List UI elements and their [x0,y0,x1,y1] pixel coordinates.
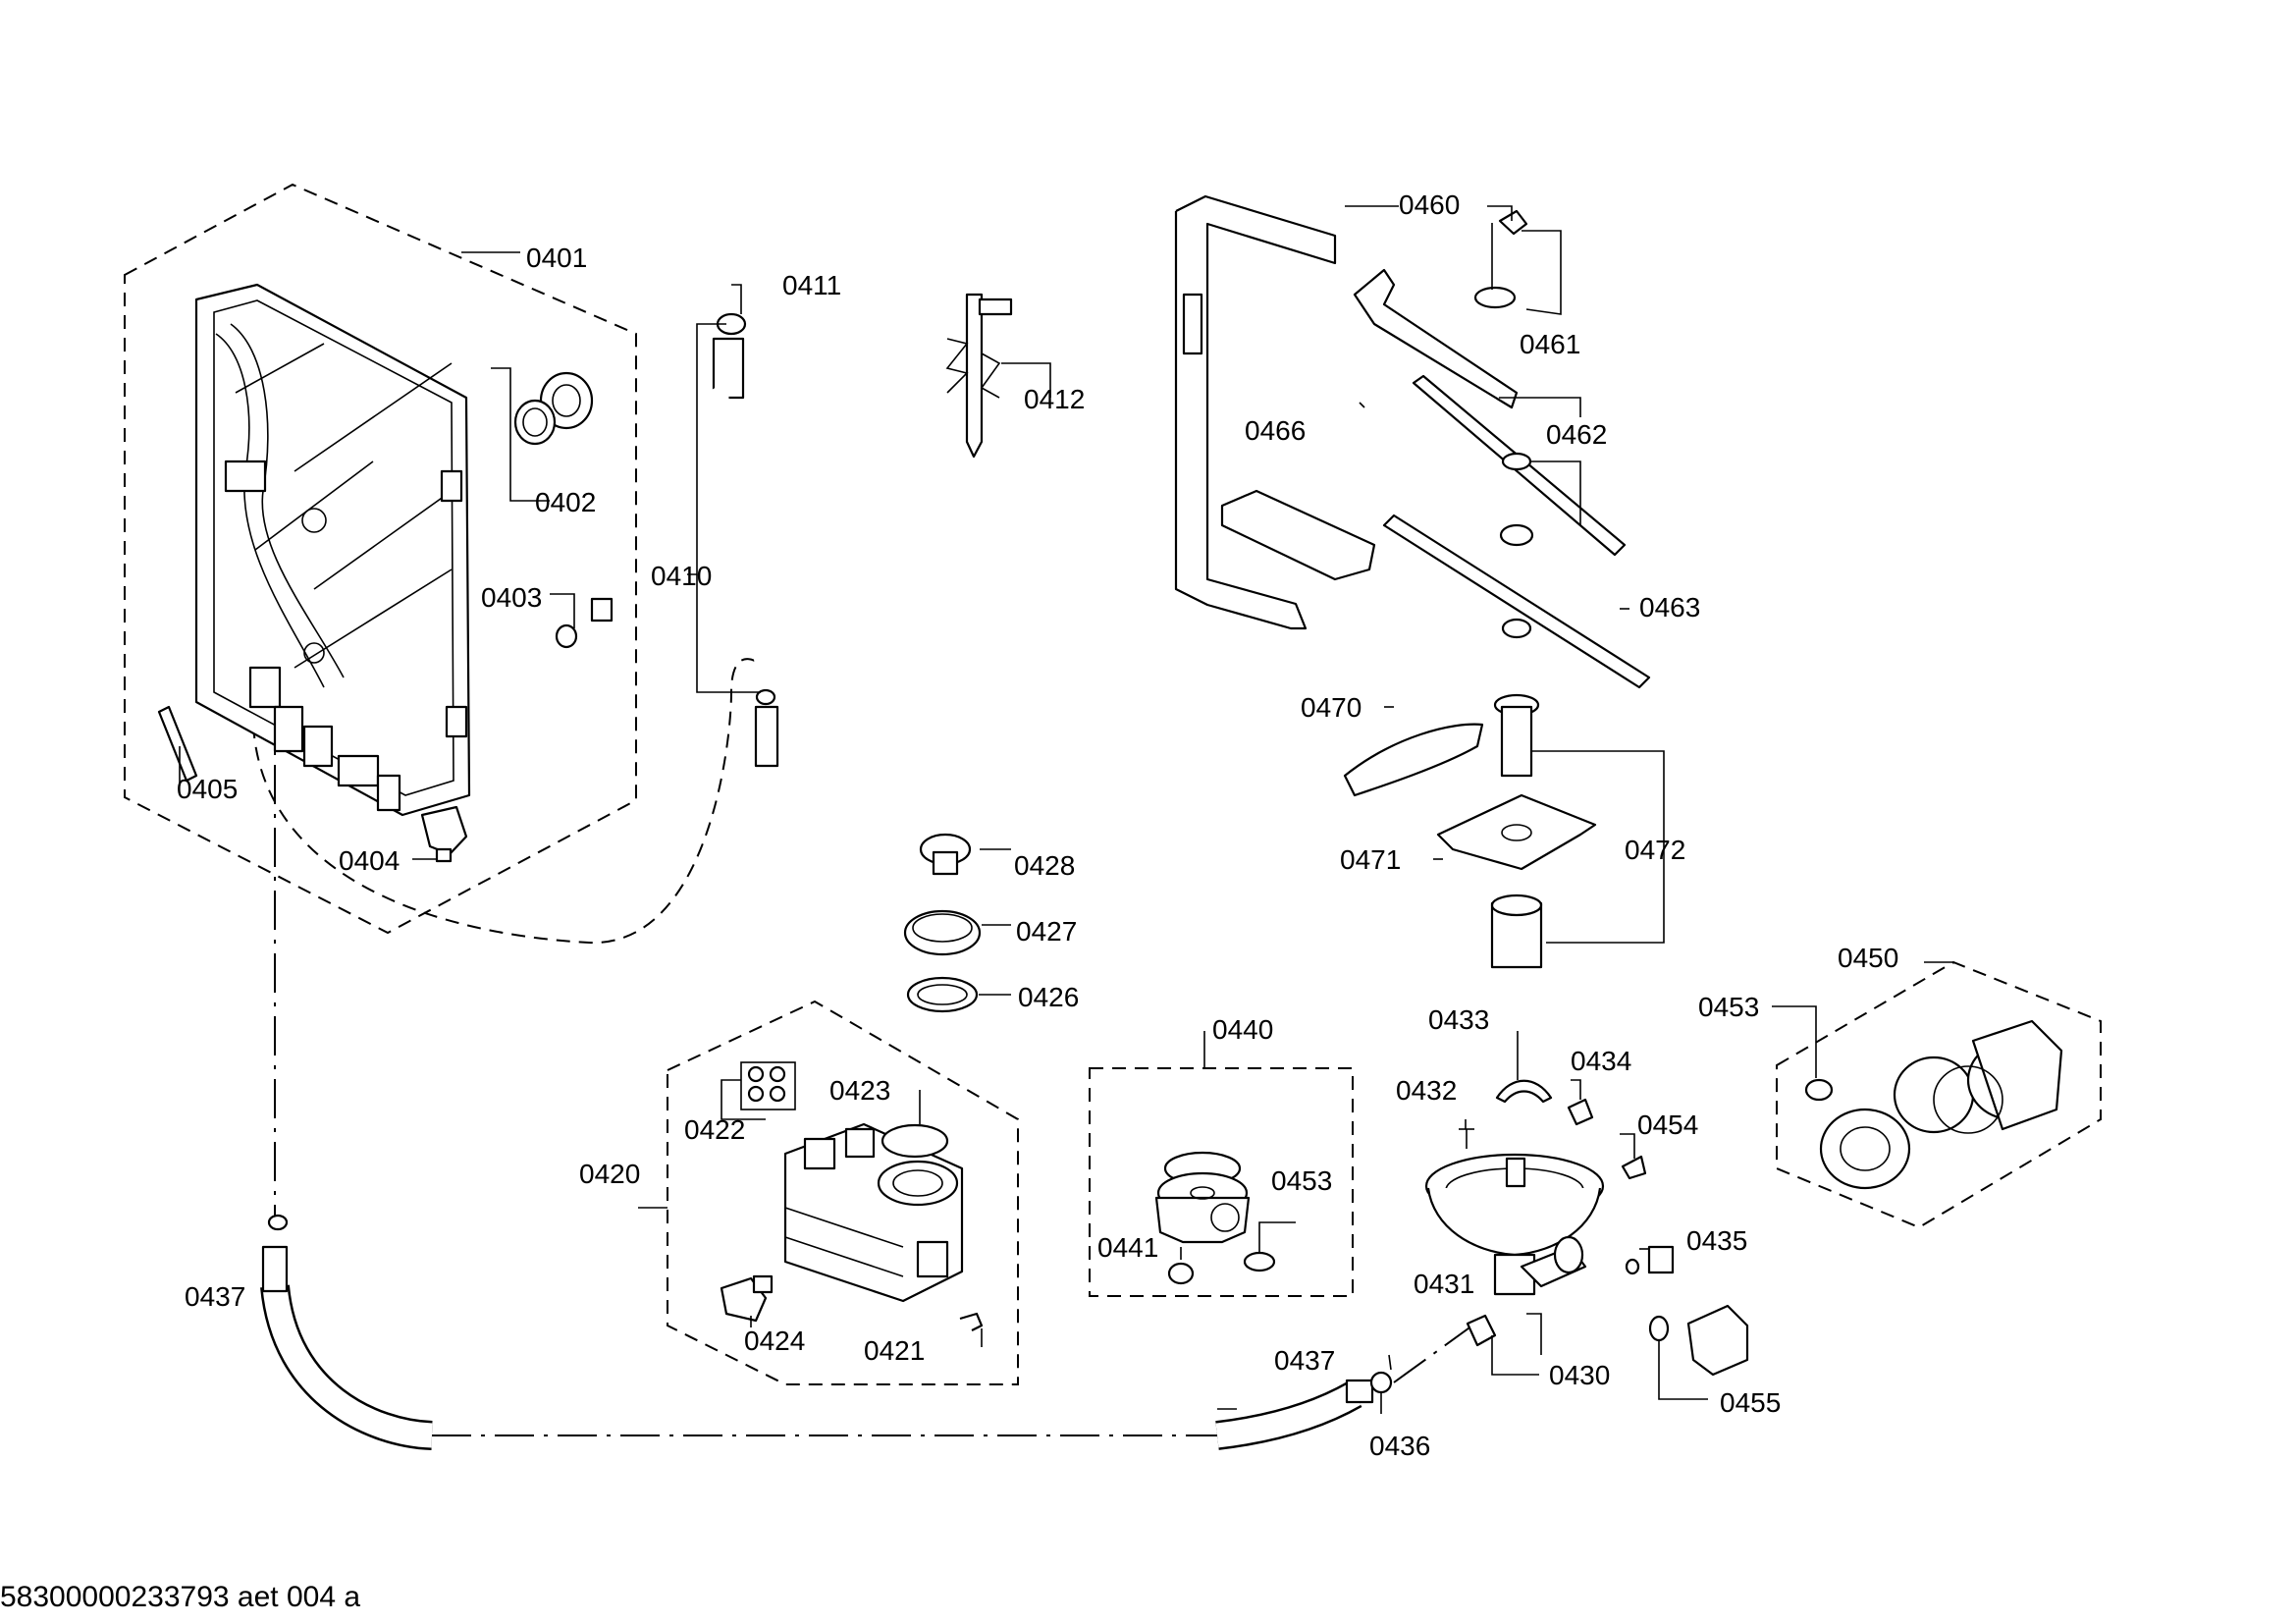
callout-0427: 0427 [1016,916,1077,947]
group-box-0401 [124,183,637,935]
group-box-0440 [1089,1067,1354,1297]
callout-0461: 0461 [1520,329,1580,359]
callout-0470: 0470 [1301,692,1362,723]
callout-0422: 0422 [684,1114,745,1145]
part-0471-flat-filter [1436,793,1597,871]
callout-0412: 0412 [1024,384,1085,414]
callout-0440: 0440 [1212,1014,1273,1045]
part-0432-screw [1459,1128,1474,1149]
part-0428-valve-cap [919,833,972,876]
part-0403-fittings [555,597,614,649]
part-0405-clip [157,705,198,783]
callout-0402: 0402 [535,487,596,517]
part-0463-lower-arm [1382,514,1651,689]
part-0427-cover [903,909,982,956]
callout-0435: 0435 [1686,1225,1747,1256]
part-0436-ring [1369,1371,1393,1394]
callout-0437-right: 0437 [1274,1345,1335,1376]
callout-0466: 0466 [1245,415,1306,446]
part-0435-sensor [1625,1245,1675,1275]
part-0462-upper-arm [1353,268,1627,557]
part-0412-holder [945,293,1013,459]
part-0455-pump [1648,1304,1749,1377]
callout-0401: 0401 [526,243,587,273]
part-0421-clip [959,1312,984,1331]
part-0453-clamp-left [1243,1251,1276,1272]
leader-lines [179,205,1953,1414]
document-id: 58300000233793 aet 004 a [0,1581,361,1613]
callout-0403: 0403 [481,582,542,613]
part-0472-fine-filter [1490,893,1543,969]
callout-0420: 0420 [579,1159,640,1189]
callout-0453-left: 0453 [1271,1165,1332,1196]
callout-0424: 0424 [744,1326,805,1356]
part-0433-clip [1495,1079,1553,1104]
route-line-loop [251,658,772,945]
callout-labels: 0401 0402 0403 0404 0405 0410 0411 0412 … [177,189,1898,1461]
part-0437-drain-hose [260,1245,1374,1450]
part-0434-clip [1567,1098,1594,1126]
callout-0437-left: 0437 [185,1281,245,1312]
callout-0410: 0410 [651,561,712,591]
part-0454-clip [1621,1155,1647,1180]
callout-0472: 0472 [1625,835,1685,865]
part-0410-ring [755,688,776,706]
part-0460-nozzle [1473,209,1528,309]
callout-0421: 0421 [864,1335,925,1366]
group-box-0420 [667,1000,1019,1385]
part-0424-sensor [720,1274,774,1323]
part-0453-clamp-right [1804,1078,1834,1102]
callout-0430: 0430 [1549,1360,1610,1390]
callout-0460: 0460 [1399,189,1460,220]
part-0401-side-panel [194,283,471,817]
callout-0433: 0433 [1428,1004,1489,1035]
callout-0454: 0454 [1637,1110,1698,1140]
callout-0453-right: 0453 [1698,992,1759,1022]
callout-0455: 0455 [1720,1387,1781,1418]
part-0450-circulation-pump [1819,1019,2063,1190]
callout-0431: 0431 [1414,1269,1474,1299]
callout-0463: 0463 [1639,592,1700,623]
part-0402-seal-disc [513,371,594,446]
part-0426-ring [906,976,979,1013]
callout-0450: 0450 [1838,943,1898,973]
callout-0441: 0441 [1097,1232,1158,1263]
callout-0405: 0405 [177,774,238,804]
part-0470-micro-filter [1343,723,1484,797]
part-0466-cover [1220,489,1376,581]
callout-0462: 0462 [1546,419,1607,450]
part-0404-sensor [420,805,468,863]
part-0422-seal-set [740,1061,796,1110]
callout-0426: 0426 [1018,982,1079,1012]
callout-0436: 0436 [1369,1431,1430,1461]
callout-0428: 0428 [1014,850,1075,881]
part-0423-o-ring [881,1123,949,1159]
part-0430-sump [1424,1153,1605,1296]
callout-0434: 0434 [1571,1046,1631,1076]
part-0466-supply-pipe [1174,194,1337,630]
part-0431-fitting [1466,1314,1497,1347]
route-line-0437b [1393,1325,1473,1383]
callout-0404: 0404 [339,845,400,876]
callout-0411: 0411 [782,270,841,300]
part-0437-ring-left [267,1214,289,1231]
callout-0432: 0432 [1396,1075,1457,1106]
part-0441-nut [1167,1262,1195,1285]
callout-0423: 0423 [829,1075,890,1106]
part-0440-pump-head [1154,1151,1251,1244]
callout-0471: 0471 [1340,844,1401,875]
part-0420-heat-pump [783,1122,964,1303]
part-0410-hose [704,337,904,817]
part-0472-filter [1493,693,1540,778]
